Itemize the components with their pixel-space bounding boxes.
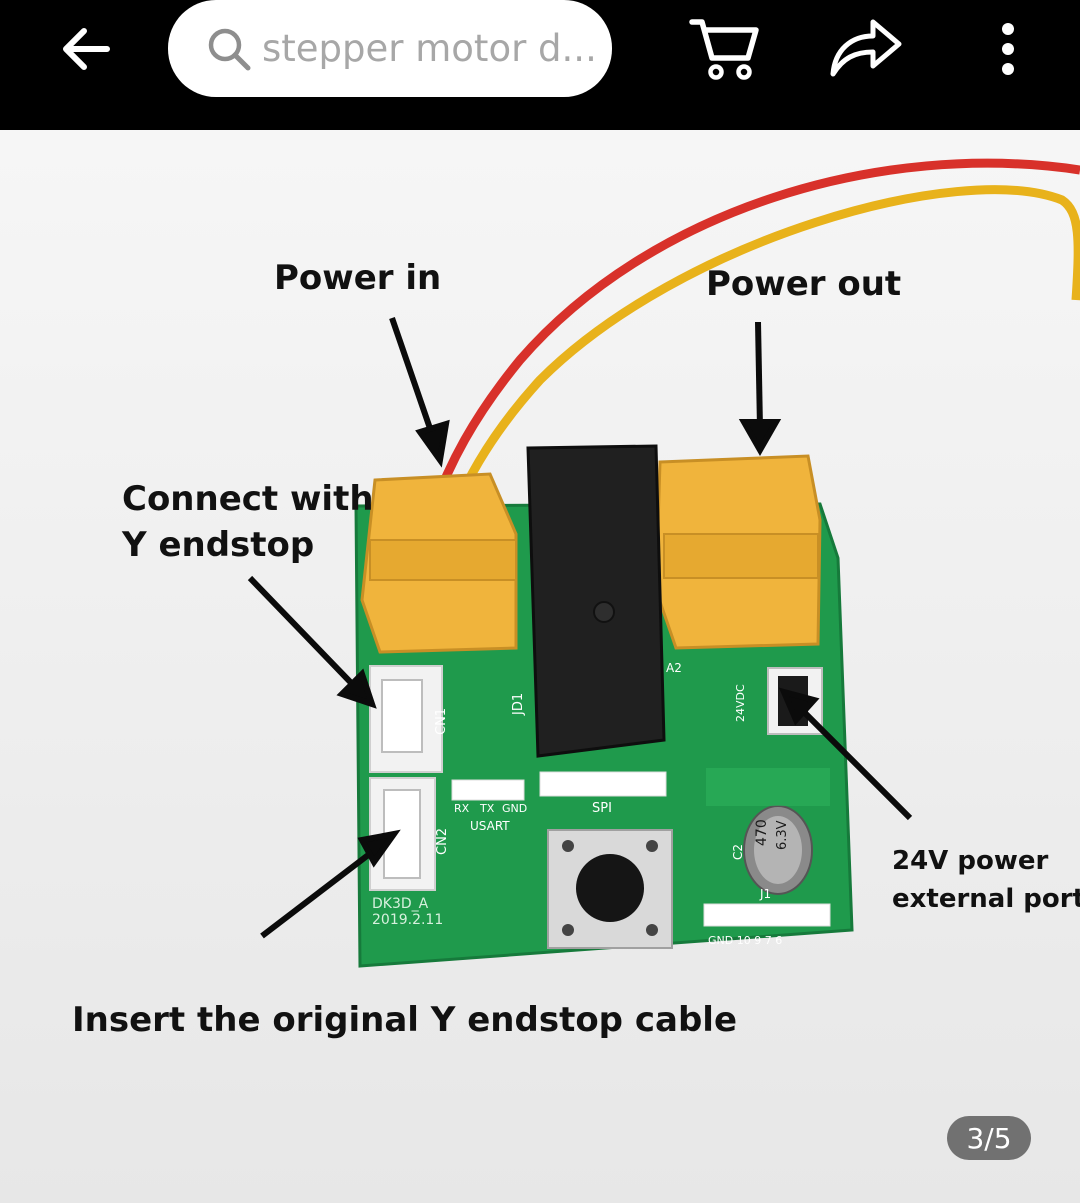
label-connect-line-1: Connect with: [122, 479, 374, 519]
pcb-board-illustration: CN1 CN2 JD1 RX TX GND USART SPI DK3D_A 2…: [247, 158, 1080, 968]
cart-button[interactable]: [682, 6, 764, 86]
board-label-tx: TX: [479, 802, 495, 815]
board-label-j1-pins: GND 10 9 7 6: [708, 934, 782, 947]
search-bar[interactable]: stepper motor d...: [168, 0, 612, 97]
more-vertical-icon: [1002, 23, 1014, 75]
label-24v-external-port: 24V power external port: [892, 842, 1080, 918]
product-photo[interactable]: CN1 CN2 JD1 RX TX GND USART SPI DK3D_A 2…: [0, 130, 1080, 1203]
board-label-spi: SPI: [592, 801, 612, 816]
search-icon: [208, 28, 251, 70]
board-label-cn2: CN2: [435, 828, 450, 855]
label-power-out: Power out: [706, 264, 902, 304]
image-pager-indicator: 3/5: [947, 1116, 1031, 1160]
search-query-text: stepper motor d...: [262, 27, 597, 70]
board-label-date: 2019.2.11: [372, 912, 443, 928]
board-label-c2: C2: [731, 844, 745, 860]
label-24v-line-1: 24V power: [892, 846, 1049, 876]
board-label-model: DK3D_A: [372, 896, 429, 912]
label-power-in: Power in: [274, 258, 442, 298]
board-label-j1: J1: [759, 887, 771, 901]
board-label-jd1: JD1: [511, 693, 526, 716]
board-label-rx: RX: [454, 802, 470, 815]
share-button[interactable]: [822, 10, 908, 84]
top-app-bar: stepper motor d...: [0, 0, 1080, 130]
more-options-button[interactable]: [990, 14, 1026, 84]
back-button[interactable]: [50, 14, 120, 84]
label-connect-y-endstop: Connect with Y endstop: [122, 476, 374, 568]
arrow-left-icon: [63, 28, 110, 70]
label-24v-line-2: external port: [892, 884, 1080, 914]
share-icon: [830, 19, 902, 77]
board-label-gnd: GND: [502, 802, 527, 815]
board-label-usart: USART: [470, 819, 510, 833]
label-insert-cable: Insert the original Y endstop cable: [72, 1000, 738, 1040]
label-connect-line-2: Y endstop: [122, 525, 315, 565]
board-label-24vdc: 24VDC: [734, 684, 747, 722]
capacitor-label-voltage: 6.3V: [775, 820, 790, 850]
board-label-a2: A2: [666, 661, 682, 675]
capacitor-label-value: 470: [754, 819, 770, 846]
cart-icon: [689, 19, 759, 80]
board-label-cn1: CN1: [434, 708, 449, 735]
